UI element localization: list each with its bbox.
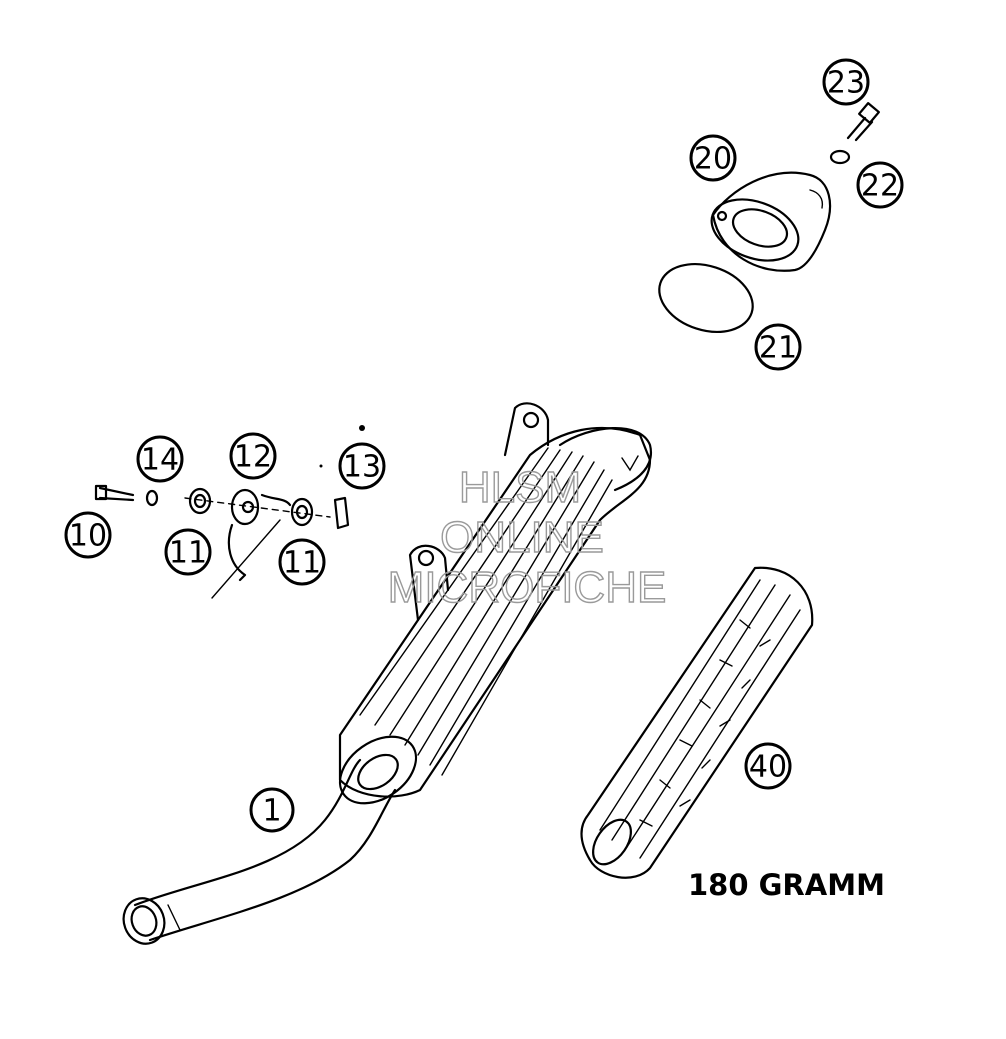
watermark-line-2: ONLINE [440,513,604,562]
watermark: HLSM ONLINE MICROFICHE [387,462,667,612]
watermark-line-3: MICROFICHE [388,563,667,612]
callout-part-23: 23 [822,58,870,106]
callout-label: 1 [262,794,281,829]
weight-note: 180 GRAMM [688,868,885,902]
callout-label: 11 [169,536,207,571]
callout-part-20: 20 [689,134,737,182]
bracket-hardware-drawing [94,425,365,599]
watermark-line-1: HLSM [459,463,581,512]
callout-label: 14 [141,443,179,478]
callout-part-21: 21 [754,323,802,371]
callout-part-11a: 11 [164,528,212,576]
callout-part-12: 12 [229,432,277,480]
callout-label: 40 [749,750,787,785]
callout-label: 11 [283,546,321,581]
silencer-packing-drawing [580,566,814,879]
callout-label: 22 [861,169,899,204]
callout-label: 12 [234,440,272,475]
callout-part-22: 22 [856,161,904,209]
callout-label: 23 [827,66,865,101]
callout-part-14: 14 [136,435,184,483]
callout-part-1: 1 [249,787,295,833]
callout-label: 13 [343,450,381,485]
callout-part-40: 40 [744,742,792,790]
callout-part-11b: 11 [278,538,326,586]
callout-part-10: 10 [64,511,112,559]
callout-label: 21 [759,331,797,366]
end-cap-drawing [658,102,880,333]
callout-label: 10 [69,519,107,554]
callout-label: 20 [694,142,732,177]
exhaust-pipe-drawing [122,402,653,945]
callout-part-13: 13 [338,442,386,490]
